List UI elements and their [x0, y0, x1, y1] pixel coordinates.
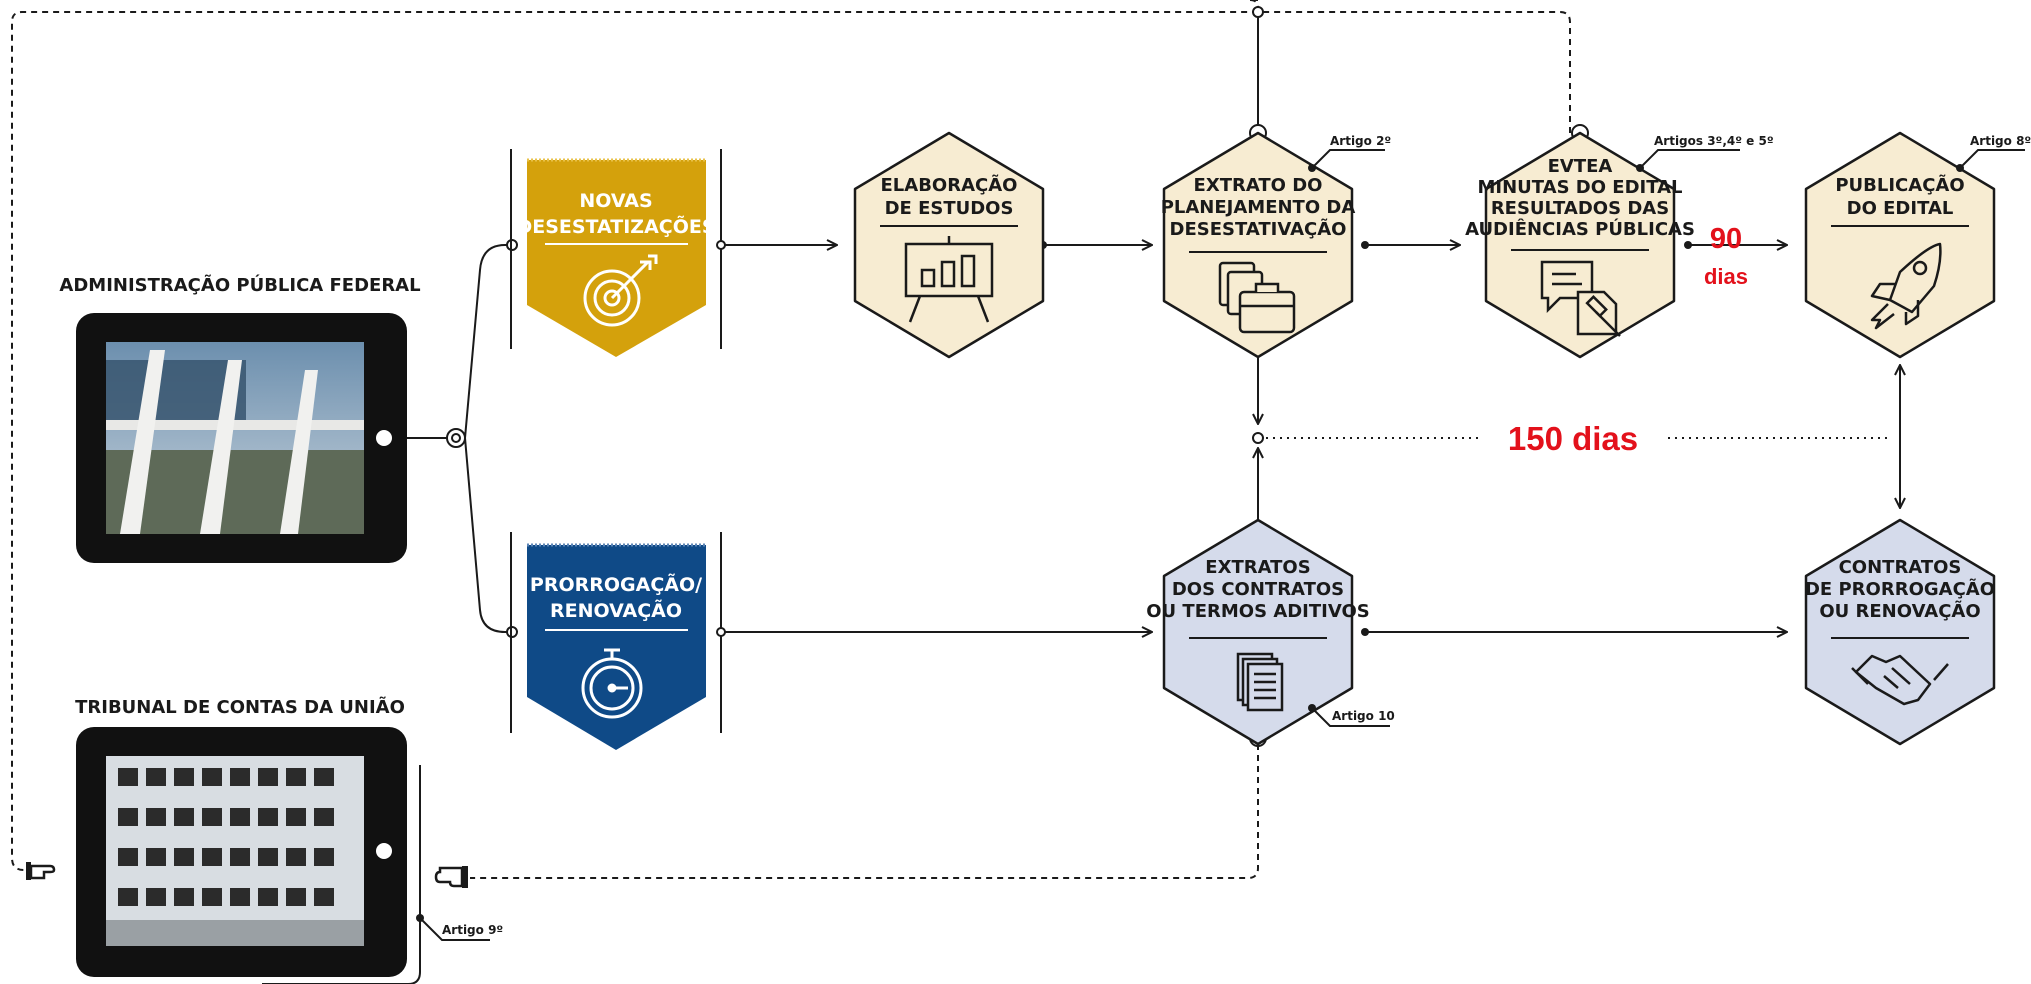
- tablet-administracao: [76, 313, 407, 563]
- banner-prorrogacao-renovacao: PRORROGAÇÃO/ RENOVAÇÃO: [527, 543, 706, 750]
- artigo-9-label: Artigo 9º: [442, 923, 503, 937]
- hex-elaboracao-estudos: ELABORAÇÃO DE ESTUDOS: [853, 131, 1045, 359]
- hex-extrato-planejamento: EXTRATO DO PLANEJAMENTO DA DESESTATIVAÇÃ…: [1161, 131, 1356, 359]
- mid-node: [1252, 432, 1264, 444]
- svg-text:DE PRORROGAÇÃO: DE PRORROGAÇÃO: [1805, 577, 1995, 600]
- hex-publicacao-edital: PUBLICAÇÃO DO EDITAL: [1804, 131, 1996, 359]
- stopwatch-icon: [581, 648, 643, 719]
- easel-chart-icon: [904, 236, 994, 323]
- document-gavel-icon: [1540, 260, 1621, 337]
- briefcase-icon: [1218, 261, 1296, 334]
- svg-text:CONTRATOS: CONTRATOS: [1839, 557, 1962, 578]
- hex-contratos-prorrogacao: CONTRATOS DE PRORROGAÇÃO OU RENOVAÇÃO: [1804, 518, 1996, 746]
- article-tags: [1311, 149, 2025, 727]
- svg-text:OU TERMOS ADITIVOS: OU TERMOS ADITIVOS: [1146, 601, 1370, 622]
- svg-text:RESULTADOS DAS: RESULTADOS DAS: [1491, 198, 1669, 219]
- svg-text:EVTEA: EVTEA: [1548, 156, 1613, 177]
- hex-evtea: EVTEA MINUTAS DO EDITAL RESULTADOS DAS A…: [1465, 131, 1695, 359]
- svg-text:EXTRATOS: EXTRATOS: [1205, 557, 1310, 578]
- entity-administracao-label: ADMINISTRAÇÃO PÚBLICA FEDERAL: [59, 273, 420, 296]
- banner-novas-desestatizacoes: NOVAS DESESTATIZAÇÕES: [516, 158, 716, 357]
- artigo-8-label: Artigo 8º: [1970, 134, 2031, 148]
- svg-text:ELABORAÇÃO: ELABORAÇÃO: [881, 173, 1018, 196]
- label-90-dias: dias: [1704, 264, 1748, 289]
- svg-text:PLANEJAMENTO DA: PLANEJAMENTO DA: [1161, 197, 1356, 218]
- svg-text:PRORROGAÇÃO/: PRORROGAÇÃO/: [530, 572, 702, 596]
- svg-text:MINUTAS DO EDITAL: MINUTAS DO EDITAL: [1477, 177, 1682, 198]
- artigos-3-4-5-label: Artigos 3º,4º e 5º: [1654, 134, 1774, 148]
- hex-extratos-contratos: EXTRATOS DOS CONTRATOS OU TERMOS ADITIVO…: [1146, 518, 1370, 746]
- documents-stack-icon: [1236, 652, 1284, 712]
- svg-text:OU RENOVAÇÃO: OU RENOVAÇÃO: [1819, 599, 1980, 622]
- target-icon: [583, 254, 658, 327]
- flow-arrows: [721, 245, 1900, 632]
- pointing-hand-icon: [26, 862, 56, 880]
- svg-text:DOS CONTRATOS: DOS CONTRATOS: [1172, 579, 1344, 600]
- handshake-icon: [1851, 654, 1949, 706]
- svg-text:AUDIÊNCIAS PÚBLICAS: AUDIÊNCIAS PÚBLICAS: [1465, 218, 1695, 240]
- svg-text:DESESTATIVAÇÃO: DESESTATIVAÇÃO: [1170, 217, 1347, 240]
- svg-text:RENOVAÇÃO: RENOVAÇÃO: [550, 598, 682, 622]
- label-90: 90: [1710, 223, 1742, 255]
- pointing-hand-icon: [434, 866, 468, 888]
- loop-junction: [1252, 6, 1264, 18]
- artigo-10-label: Artigo 10: [1332, 709, 1395, 723]
- svg-text:NOVAS: NOVAS: [579, 190, 652, 212]
- tablet-tribunal: [76, 727, 407, 977]
- svg-text:DE ESTUDOS: DE ESTUDOS: [885, 198, 1014, 219]
- svg-text:PUBLICAÇÃO: PUBLICAÇÃO: [1835, 173, 1964, 196]
- svg-text:EXTRATO DO: EXTRATO DO: [1194, 175, 1323, 196]
- rocket-icon: [1870, 242, 1942, 330]
- label-150-dias: 150 dias: [1508, 420, 1638, 457]
- svg-text:DESESTATIZAÇÕES: DESESTATIZAÇÕES: [516, 214, 715, 238]
- entity-tribunal-label: TRIBUNAL DE CONTAS DA UNIÃO: [75, 695, 405, 718]
- branch-connectors: [407, 244, 512, 633]
- artigo-2-label: Artigo 2º: [1330, 134, 1391, 148]
- svg-text:DO EDITAL: DO EDITAL: [1847, 198, 1954, 219]
